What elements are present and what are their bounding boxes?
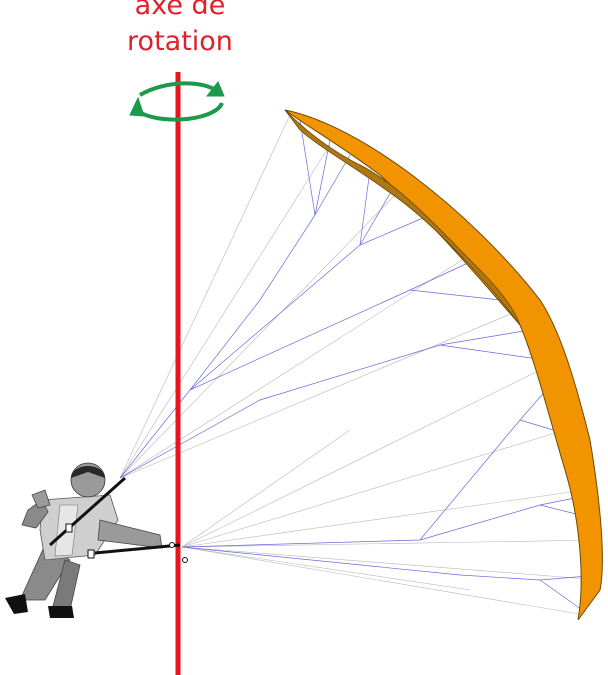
- axis-label-line2: rotation: [127, 26, 233, 57]
- axis-label-line1: axe de: [134, 0, 226, 21]
- blue-lines: [119, 119, 601, 613]
- grey-lines: [119, 114, 601, 616]
- paraglider-wing-icon: [284, 109, 603, 621]
- pilot-figure-icon: [5, 462, 188, 618]
- rotation-arrow-icon: [129, 81, 225, 122]
